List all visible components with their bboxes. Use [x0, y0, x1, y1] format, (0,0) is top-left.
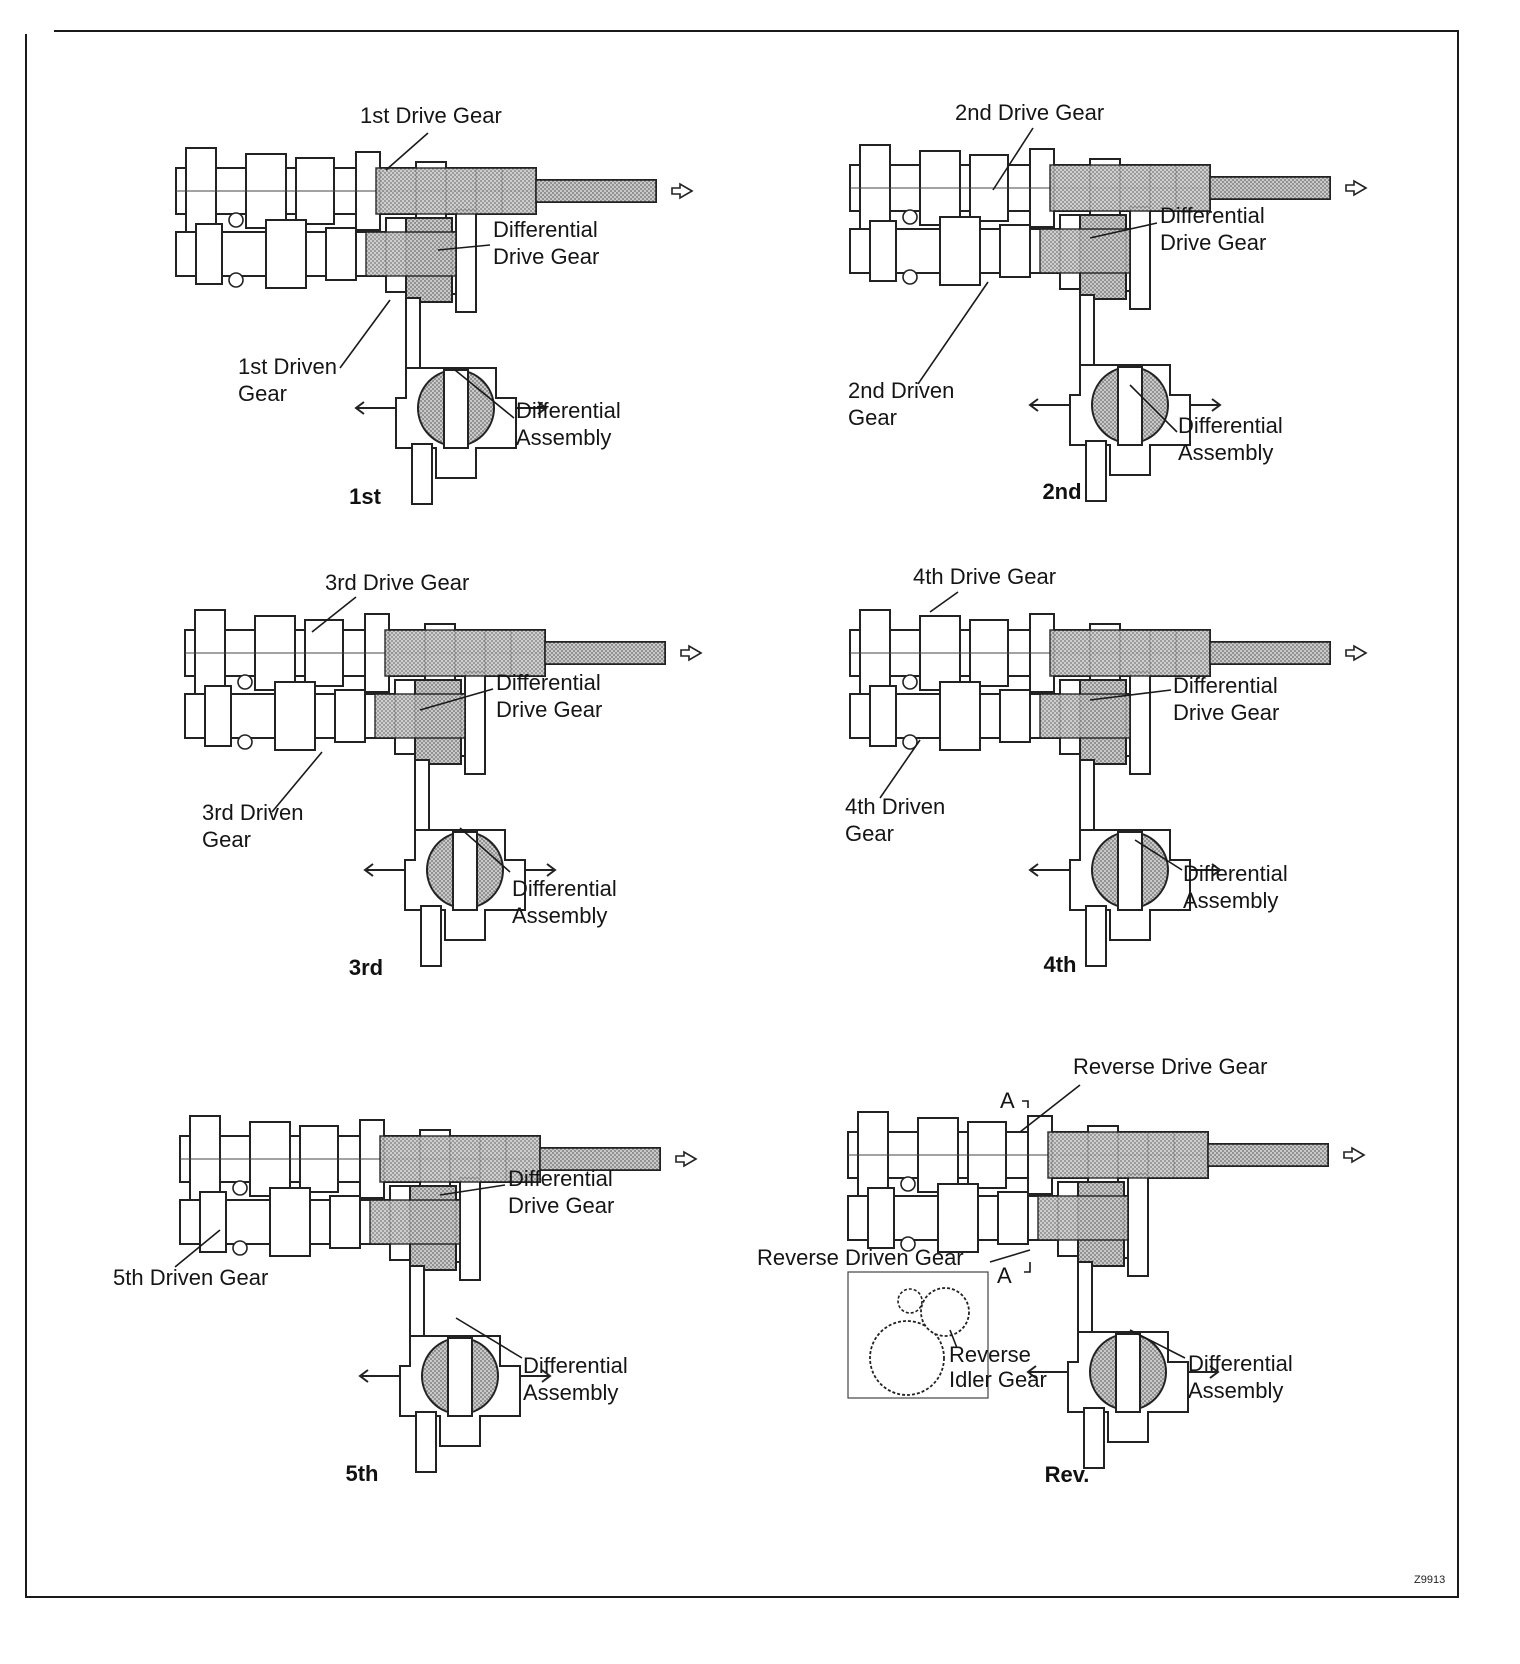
leader-1st-diff-assembly — [454, 369, 515, 419]
leader-1st-driven — [339, 299, 391, 369]
leader-rev-diff-assembly — [1129, 1329, 1186, 1359]
figure-code: Z9913 — [1414, 1574, 1446, 1586]
leader-4th-driven — [879, 739, 921, 799]
leader-3rd-driven — [271, 751, 323, 813]
leader-5th-diff-assembly — [455, 1317, 523, 1359]
label-3rd-differential-assembly: Differential Assembly — [512, 876, 617, 928]
label-2nd-differential-assembly: Differential Assembly — [1178, 413, 1283, 465]
label-5th-differential-assembly: Differential Assembly — [523, 1353, 628, 1405]
label-rev-differential-assembly: Differential Assembly — [1188, 1351, 1293, 1403]
reverse-idler-small-circle — [897, 1288, 923, 1314]
transmission-5th — [179, 1115, 697, 1473]
caption-rev: Rev. — [1044, 1462, 1090, 1487]
frame-gap — [18, 28, 54, 34]
leader-rev-drive — [1019, 1084, 1081, 1133]
leader-3rd-drive — [311, 596, 357, 633]
leader-4th-diff-assembly — [1134, 839, 1183, 871]
reverse-idler-gear-circle — [920, 1287, 970, 1337]
leader-rev-idler — [949, 1329, 958, 1349]
leader-2nd-drive — [992, 127, 1034, 191]
caption-3rd: 3rd — [348, 955, 384, 980]
label-5th-driven-gear: 5th Driven Gear — [113, 1265, 269, 1290]
caption-1st: 1st — [349, 484, 381, 509]
leader-2nd-diff-drive — [1089, 222, 1158, 239]
leader-rev-driven — [989, 1249, 1031, 1263]
label-4th-drive-gear: 4th Drive Gear — [913, 564, 1057, 589]
label-1st-drive-gear: 1st Drive Gear — [360, 103, 502, 128]
figure-frame — [25, 30, 1459, 1598]
label-3rd-drive-gear: 3rd Drive Gear — [325, 570, 470, 595]
label-4th-differential-assembly: Differential Assembly — [1183, 861, 1288, 913]
label-4th-driven-gear: 4th Driven Gear — [845, 794, 946, 846]
label-reverse-driven-gear: Reverse Driven Gear — [757, 1245, 964, 1270]
label-3rd-differential-drive-gear: Differential Drive Gear — [496, 670, 603, 722]
label-1st-differential-assembly: Differential Assembly — [516, 398, 621, 450]
label-section-a-bottom: A — [997, 1263, 1012, 1288]
transmission-4th — [849, 609, 1367, 967]
leader-5th-driven — [174, 1229, 221, 1268]
label-3rd-driven-gear: 3rd Driven Gear — [202, 800, 304, 852]
caption-4th: 4th — [1043, 952, 1077, 977]
caption-2nd: 2nd — [1042, 479, 1082, 504]
caption-5th: 5th — [345, 1461, 379, 1486]
leader-2nd-driven — [917, 281, 989, 385]
leader-1st-drive — [385, 132, 429, 171]
label-1st-driven-gear: 1st Driven Gear — [238, 354, 338, 406]
label-2nd-driven-gear: 2nd Driven Gear — [848, 378, 955, 430]
label-5th-differential-drive-gear: Differential Drive Gear — [508, 1166, 615, 1218]
leader-1st-diff-drive — [437, 244, 491, 251]
leader-3rd-diff-drive — [419, 688, 494, 711]
label-2nd-differential-drive-gear: Differential Drive Gear — [1160, 203, 1267, 255]
section-a-top-arrow — [1022, 1100, 1029, 1108]
leader-5th-diff-drive — [439, 1184, 506, 1196]
transmission-2nd — [849, 144, 1367, 502]
label-reverse-drive-gear: Reverse Drive Gear — [1073, 1054, 1268, 1079]
reverse-driven-gear-circle — [869, 1320, 945, 1396]
label-1st-differential-drive-gear: Differential Drive Gear — [493, 217, 600, 269]
leader-3rd-diff-assembly — [459, 827, 511, 873]
leader-4th-drive — [929, 591, 959, 613]
section-a-bottom-arrow — [1024, 1262, 1031, 1273]
leader-2nd-diff-assembly — [1129, 384, 1178, 433]
leader-4th-diff-drive — [1089, 689, 1172, 701]
label-2nd-drive-gear: 2nd Drive Gear — [955, 100, 1105, 125]
transmission-3rd — [184, 609, 702, 967]
label-section-a-top: A — [1000, 1088, 1015, 1113]
label-reverse-idler-gear: Reverse Idler Gear — [949, 1342, 1047, 1392]
label-4th-differential-drive-gear: Differential Drive Gear — [1173, 673, 1280, 725]
